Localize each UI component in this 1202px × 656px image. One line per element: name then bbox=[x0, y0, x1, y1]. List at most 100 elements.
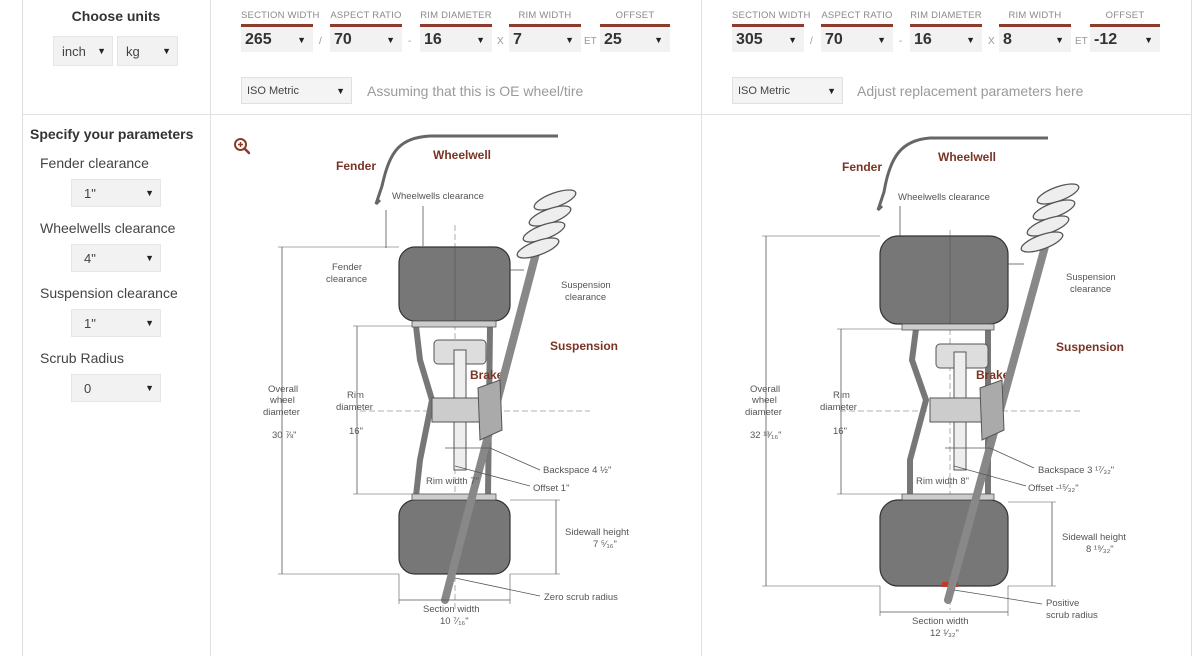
page-frame bbox=[22, 0, 1192, 656]
slash-separator: / bbox=[810, 36, 813, 47]
wheelwell-label: Wheelwell bbox=[433, 148, 491, 162]
field-accent-bar bbox=[241, 24, 313, 27]
suspension-clearance-label: Suspension clearance bbox=[40, 285, 178, 301]
scrub-radius-label: Zero scrub radius bbox=[544, 592, 618, 603]
field-accent-bar bbox=[910, 24, 982, 27]
chevron-down-icon: ▼ bbox=[297, 34, 306, 45]
overall-diameter-value: 32 ¹³⁄₁₆" bbox=[750, 430, 782, 441]
sidewall-height-value: 8 ¹⁹⁄₃₂" bbox=[1086, 544, 1114, 555]
right-wheel-diagram: Fender Wheelwell Wheelwells clearance Br… bbox=[745, 136, 1126, 639]
section-width-label: Section width bbox=[423, 604, 480, 615]
chevron-down-icon: ▼ bbox=[145, 318, 154, 328]
column-divider bbox=[701, 0, 702, 656]
fender-clearance-select[interactable]: 1"▼ bbox=[71, 179, 161, 207]
right-section-width-value: 305 bbox=[736, 30, 763, 48]
rim-diameter-label: RIM DIAMETER bbox=[910, 10, 982, 21]
section-width-label: Section width bbox=[912, 616, 969, 627]
right-rim-width-value: 8 bbox=[1003, 30, 1012, 48]
left-rim-diameter-field: RIM DIAMETER 16▼ bbox=[420, 10, 492, 52]
weight-unit-select[interactable]: kg ▼ bbox=[117, 36, 178, 66]
rim-diameter-label-1: Rim bbox=[833, 390, 850, 401]
left-offset-select[interactable]: 25▼ bbox=[600, 27, 670, 52]
column-divider bbox=[210, 0, 211, 656]
overall-label-2: wheel bbox=[269, 395, 295, 406]
rim-diameter-label-2: diameter bbox=[820, 402, 857, 413]
suspension-spring bbox=[1020, 183, 1080, 253]
wheelwells-clearance-select[interactable]: 4"▼ bbox=[71, 244, 161, 272]
chevron-down-icon: ▼ bbox=[145, 383, 154, 393]
dash-separator: - bbox=[408, 36, 412, 47]
fender-outline bbox=[876, 136, 1048, 212]
chevron-down-icon: ▼ bbox=[565, 34, 574, 45]
left-note: Assuming that this is OE wheel/tire bbox=[367, 83, 584, 99]
weight-unit-value: kg bbox=[126, 43, 140, 59]
suspension-label: Suspension bbox=[1056, 340, 1124, 354]
x-separator: X bbox=[988, 36, 995, 47]
left-aspect-ratio-select[interactable]: 70▼ bbox=[330, 27, 402, 52]
fender-clearance-label: Fender clearance bbox=[40, 155, 149, 171]
right-section-width-select[interactable]: 305▼ bbox=[732, 27, 804, 52]
field-accent-bar bbox=[999, 24, 1071, 27]
right-offset-value: -12 bbox=[1094, 30, 1118, 48]
tire-top-section bbox=[398, 246, 511, 322]
section-width-label: SECTION WIDTH bbox=[241, 10, 320, 21]
chevron-down-icon: ▼ bbox=[654, 34, 663, 45]
chevron-down-icon: ▼ bbox=[97, 46, 106, 56]
zoom-in-icon[interactable] bbox=[233, 137, 251, 155]
rim-diameter-label-1: Rim bbox=[347, 390, 364, 401]
left-rim-width-select[interactable]: 7▼ bbox=[509, 27, 581, 52]
field-accent-bar bbox=[509, 24, 581, 27]
left-section-width-value: 265 bbox=[245, 30, 272, 48]
right-offset-field: OFFSET -12▼ bbox=[1090, 10, 1160, 52]
aspect-ratio-label: ASPECT RATIO bbox=[330, 10, 402, 21]
sidewall-height-label: Sidewall height bbox=[565, 527, 629, 538]
wheelwells-clearance-value: 4" bbox=[84, 250, 96, 266]
right-rim-diameter-field: RIM DIAMETER 16 ▼ bbox=[910, 10, 982, 52]
chevron-down-icon: ▼ bbox=[476, 34, 485, 45]
right-standard-select[interactable]: ISO Metric▼ bbox=[732, 77, 843, 104]
right-rim-width-field: RIM WIDTH 8▼ bbox=[999, 10, 1071, 52]
fender-clearance-label-1: Fender bbox=[332, 262, 362, 273]
right-offset-select[interactable]: -12▼ bbox=[1090, 27, 1160, 52]
left-rim-diameter-select[interactable]: 16▼ bbox=[420, 27, 492, 52]
scrub-radius-label-1: Positive bbox=[1046, 598, 1079, 609]
backspace-label: Backspace 4 ½" bbox=[543, 465, 611, 476]
overall-label-3: diameter bbox=[263, 407, 300, 418]
overall-label-1: Overall bbox=[268, 384, 298, 395]
field-accent-bar bbox=[330, 24, 402, 27]
left-standard-select[interactable]: ISO Metric▼ bbox=[241, 77, 352, 104]
chevron-down-icon: ▼ bbox=[827, 85, 836, 96]
length-unit-select[interactable]: inch ▼ bbox=[53, 36, 113, 66]
sidewall-height-value: 7 ⁵⁄₁₆" bbox=[593, 539, 617, 550]
backspace-label: Backspace 3 ¹⁷⁄₃₂" bbox=[1038, 465, 1114, 476]
right-rim-diameter-value: 16 bbox=[914, 30, 932, 48]
suspension-clearance-select[interactable]: 1" ▼ bbox=[71, 309, 161, 337]
right-rim-width-select[interactable]: 8▼ bbox=[999, 27, 1071, 52]
et-separator: ET bbox=[1075, 36, 1088, 47]
suspension-clearance-label-2: clearance bbox=[565, 292, 606, 303]
length-unit-value: inch bbox=[62, 43, 86, 59]
left-section-width-select[interactable]: 265 ▼ bbox=[241, 27, 313, 52]
suspension-clearance-value: 1" bbox=[84, 315, 96, 331]
chevron-down-icon: ▼ bbox=[162, 46, 171, 56]
chevron-down-icon: ▼ bbox=[966, 34, 975, 45]
left-offset-field: OFFSET 25▼ bbox=[600, 10, 670, 52]
left-wheel-diagram: Fender Wheelwell Wheelwells clearance Fe… bbox=[263, 134, 629, 627]
left-standard-value: ISO Metric bbox=[247, 84, 299, 97]
fender-outline bbox=[374, 134, 558, 206]
brake-label: Brake bbox=[470, 368, 504, 382]
overall-label-1: Overall bbox=[750, 384, 780, 395]
scrub-radius-label: Scrub Radius bbox=[40, 350, 125, 366]
scrub-radius-select[interactable]: 0▼ bbox=[71, 374, 161, 402]
right-rim-diameter-select[interactable]: 16 ▼ bbox=[910, 27, 982, 52]
offset-value-label: Offset -¹⁵⁄₃₂" bbox=[1028, 483, 1079, 494]
et-separator: ET bbox=[584, 36, 597, 47]
left-rim-width-field: RIM WIDTH 7▼ bbox=[509, 10, 581, 52]
field-accent-bar bbox=[732, 24, 804, 27]
left-section-width-field: SECTION WIDTH 265 ▼ bbox=[241, 10, 320, 52]
chevron-down-icon: ▼ bbox=[386, 34, 395, 45]
row-divider bbox=[22, 114, 1192, 115]
right-aspect-ratio-select[interactable]: 70▼ bbox=[821, 27, 893, 52]
knuckle bbox=[979, 379, 1005, 441]
wheelwells-clearance-label: Wheelwells clearance bbox=[392, 191, 484, 202]
